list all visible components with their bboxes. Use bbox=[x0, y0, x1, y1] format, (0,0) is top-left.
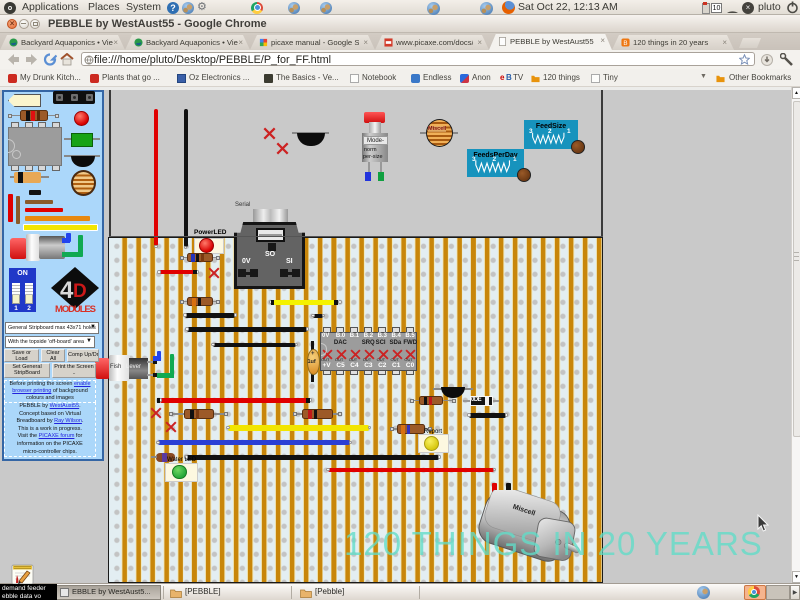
svg-text:B: B bbox=[623, 40, 627, 47]
svg-text:MODULES: MODULES bbox=[55, 304, 96, 313]
svg-text:D: D bbox=[73, 281, 87, 302]
svg-text:4: 4 bbox=[60, 277, 74, 304]
